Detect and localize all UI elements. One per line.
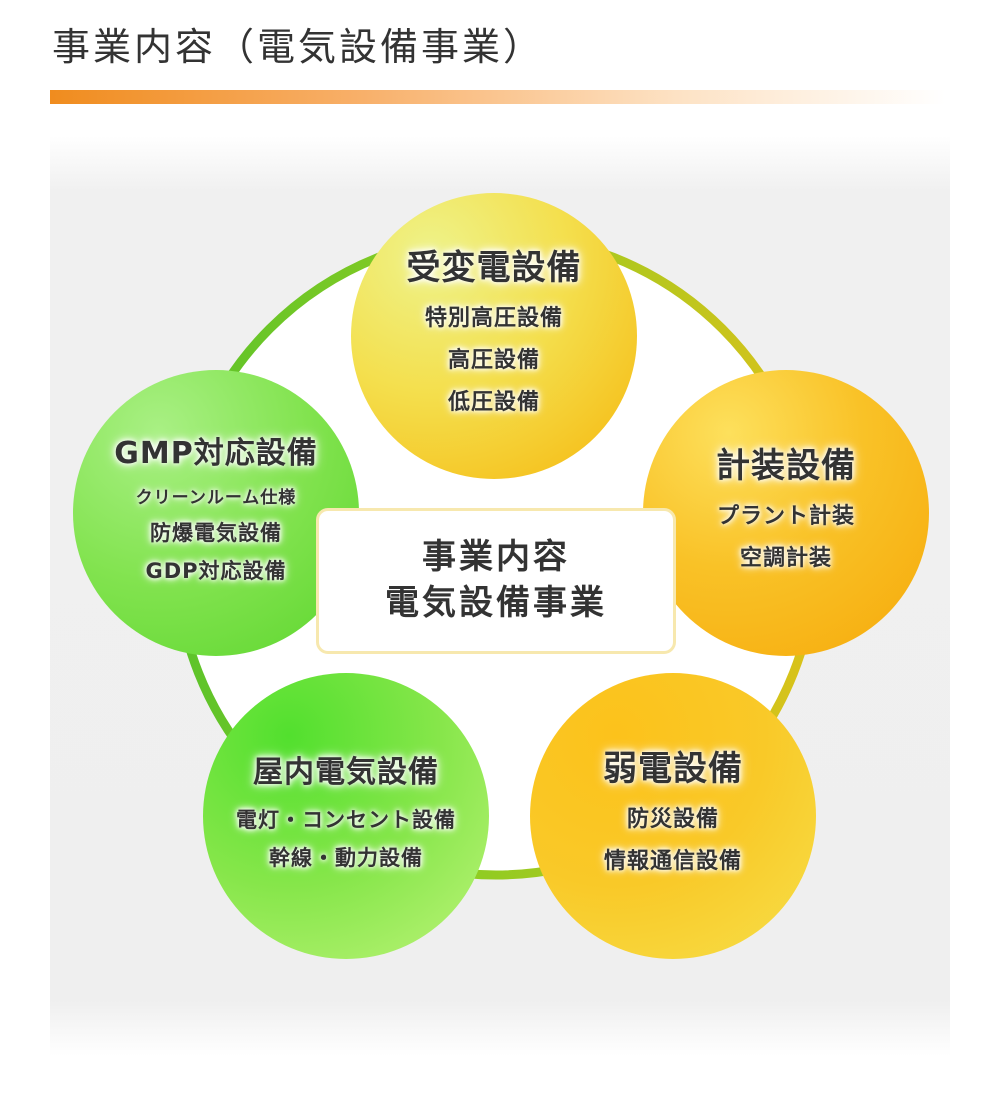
node-low-voltage-equipment: 弱電設備 防災設備 情報通信設備	[530, 673, 816, 959]
node-item: 幹線・動力設備	[269, 846, 423, 870]
node-item: クリーンルーム仕様	[135, 488, 297, 508]
title-underline-bar	[50, 90, 945, 104]
node-title: GMP対応設備	[114, 436, 318, 471]
node-item: 低圧設備	[447, 390, 540, 416]
center-label-line1: 事業内容	[422, 537, 570, 578]
node-indoor-electrical-equipment: 屋内電気設備 電灯・コンセント設備 幹線・動力設備	[203, 673, 489, 959]
node-item: 電灯・コンセント設備	[236, 808, 456, 832]
node-instrumentation-equipment: 計装設備 プラント計装 空調計装	[643, 370, 929, 656]
node-item: 防災設備	[626, 807, 719, 833]
node-item: 特別高圧設備	[424, 306, 563, 332]
node-item: プラント計装	[716, 504, 855, 530]
center-label-line2: 電気設備事業	[385, 583, 607, 623]
node-item: GDP対応設備	[145, 559, 287, 583]
node-gmp-equipment: GMP対応設備 クリーンルーム仕様 防爆電気設備 GDP対応設備	[73, 370, 359, 656]
node-item: 防爆電気設備	[150, 521, 282, 545]
node-title: 受変電設備	[406, 247, 582, 288]
center-label-box: 事業内容 電気設備事業	[316, 508, 676, 654]
node-item: 高圧設備	[447, 348, 540, 374]
node-item: 情報通信設備	[603, 849, 742, 875]
node-title: 計装設備	[716, 445, 856, 486]
node-title: 弱電設備	[603, 748, 743, 789]
page-title: 事業内容（電気設備事業）	[52, 25, 545, 69]
node-title: 屋内電気設備	[253, 755, 439, 790]
node-substation-equipment: 受変電設備 特別高圧設備 高圧設備 低圧設備	[351, 193, 637, 479]
node-item: 空調計装	[739, 546, 832, 572]
